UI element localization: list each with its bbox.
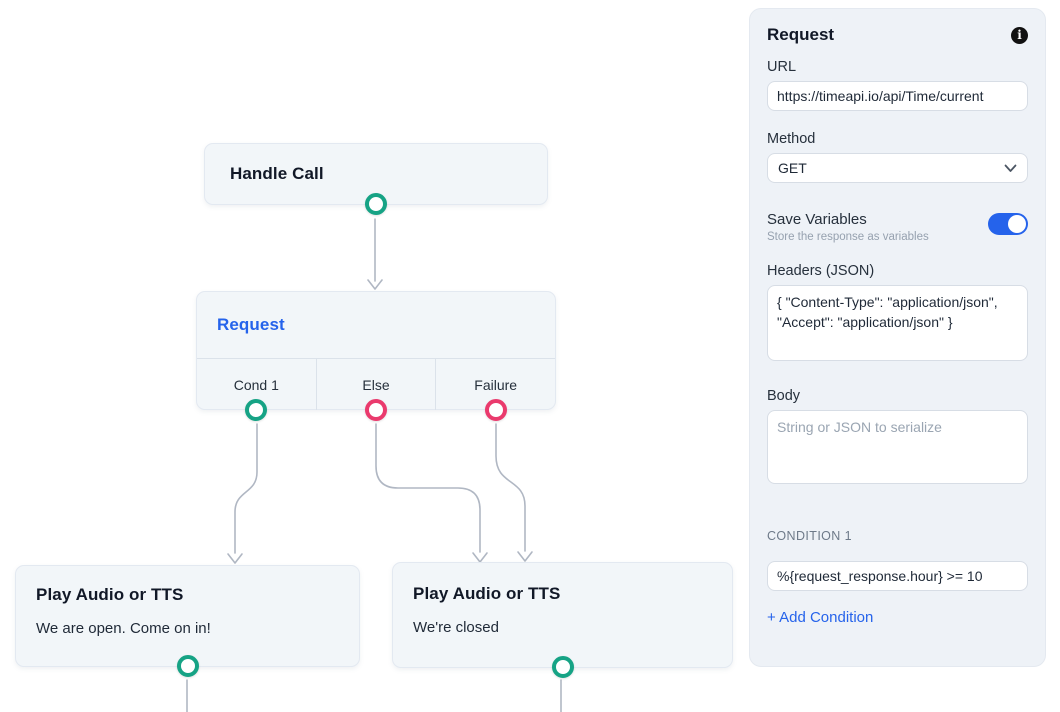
node-handle-call[interactable]: Handle Call <box>204 143 548 215</box>
save-variables-hint: Store the response as variables <box>767 231 929 243</box>
port-handle-call-output[interactable] <box>365 193 387 215</box>
port-else-output[interactable] <box>365 399 387 421</box>
arrowhead <box>227 553 243 564</box>
save-variables-row: Save Variables Store the response as var… <box>767 211 1028 243</box>
node-play-audio-open-text: We are open. Come on in! <box>36 620 211 637</box>
panel-header: Request i <box>767 25 1028 45</box>
port-play-open-output[interactable] <box>176 655 199 677</box>
toggle-knob <box>1008 215 1026 233</box>
arrowhead <box>517 551 533 562</box>
port-failure-output[interactable] <box>484 399 507 421</box>
branch-failure-label: Failure <box>474 376 518 393</box>
headers-textarea[interactable]: { "Content-Type": "application/json", "A… <box>767 285 1028 361</box>
url-label: URL <box>767 59 797 75</box>
body-textarea[interactable] <box>767 410 1028 484</box>
request-branch-row: Cond 1 Else Failure <box>197 358 555 421</box>
save-variables-label: Save Variables <box>767 211 867 228</box>
node-play-audio-closed-title: Play Audio or TTS <box>413 584 561 603</box>
port-cond-1-output[interactable] <box>245 399 268 421</box>
info-icon[interactable]: i <box>1011 26 1028 44</box>
edge-failure-to-play-closed <box>495 423 526 552</box>
node-play-audio-open-title: Play Audio or TTS <box>36 585 184 604</box>
arrowhead <box>367 279 383 290</box>
condition-1-input[interactable] <box>767 561 1028 591</box>
node-play-audio-closed[interactable]: Play Audio or TTS We're closed <box>392 562 733 678</box>
node-play-audio-closed-text: We're closed <box>413 619 499 636</box>
headers-label: Headers (JSON) <box>767 263 875 279</box>
method-select[interactable]: GET <box>767 153 1028 183</box>
method-selected-value: GET <box>778 160 807 176</box>
edge-else-to-play-closed <box>375 423 481 553</box>
condition-1-label: CONDITION 1 <box>767 529 852 543</box>
add-condition-link[interactable]: + Add Condition <box>767 609 874 626</box>
node-request-title: Request <box>217 315 285 334</box>
port-play-closed-output[interactable] <box>551 656 574 678</box>
node-request[interactable]: Request Cond 1 Else Failure <box>196 291 556 421</box>
edge-cond1-to-play-open <box>234 423 258 554</box>
properties-panel: Request i URL Method GET Save Variables … <box>749 8 1046 667</box>
arrowhead <box>472 552 488 563</box>
chevron-down-icon <box>1004 164 1017 172</box>
node-request-header: Request <box>197 292 555 358</box>
branch-failure: Failure <box>435 359 555 421</box>
url-input[interactable] <box>767 81 1028 111</box>
body-label: Body <box>767 388 801 404</box>
branch-else: Else <box>315 359 436 421</box>
branch-cond-1-label: Cond 1 <box>233 376 279 393</box>
node-play-audio-open[interactable]: Play Audio or TTS We are open. Come on i… <box>15 565 360 677</box>
node-handle-call-title: Handle Call <box>230 164 324 183</box>
panel-title: Request <box>767 25 835 44</box>
branch-else-label: Else <box>362 376 390 393</box>
branch-cond-1: Cond 1 <box>197 359 316 421</box>
save-variables-toggle[interactable] <box>988 213 1028 235</box>
method-label: Method <box>767 131 816 147</box>
